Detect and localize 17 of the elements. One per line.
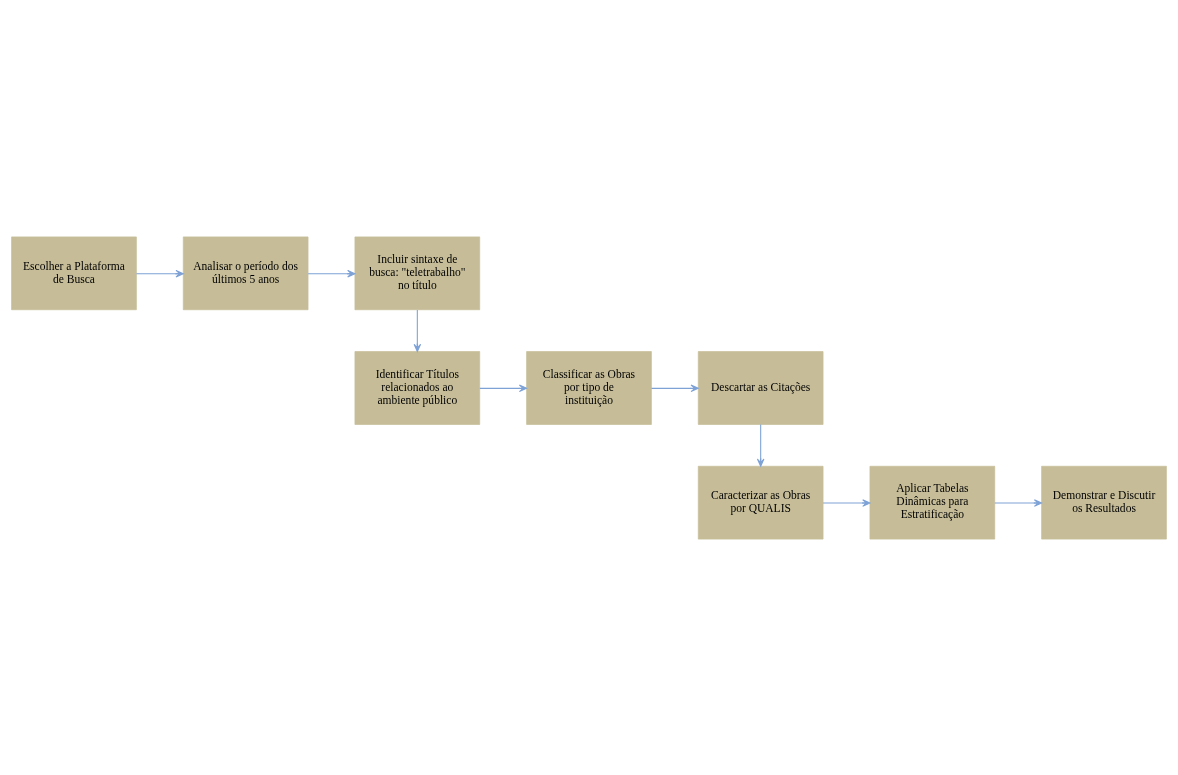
arrow xyxy=(650,384,699,392)
node-box: Incluir sintaxe de busca: "teletrabalho" no título xyxy=(354,236,481,310)
arrow xyxy=(994,498,1043,507)
node-box: Caracterizar as Obras por QUALIS xyxy=(697,465,824,539)
arrow xyxy=(307,269,356,277)
node-box: Demonstrar e Discutir os Resultados xyxy=(1041,465,1167,539)
arrow xyxy=(756,423,765,467)
node-box: Aplicar Tabelas Dinâmicas para Estratificação xyxy=(869,465,996,539)
node-box: Classificar as Obras por tipo de instituição xyxy=(526,350,652,425)
arrow xyxy=(413,308,422,352)
node-box: Escolher a Plataforma de Busca xyxy=(11,236,137,310)
node-box: Descartar as Citações xyxy=(697,350,824,425)
node-box: Analisar o período dos últimos 5 anos xyxy=(182,236,309,310)
arrow xyxy=(135,269,184,277)
arrow xyxy=(822,498,871,507)
node-box: Identificar Títulos relacionados ao ambiente público xyxy=(354,350,481,425)
arrow xyxy=(479,384,528,392)
